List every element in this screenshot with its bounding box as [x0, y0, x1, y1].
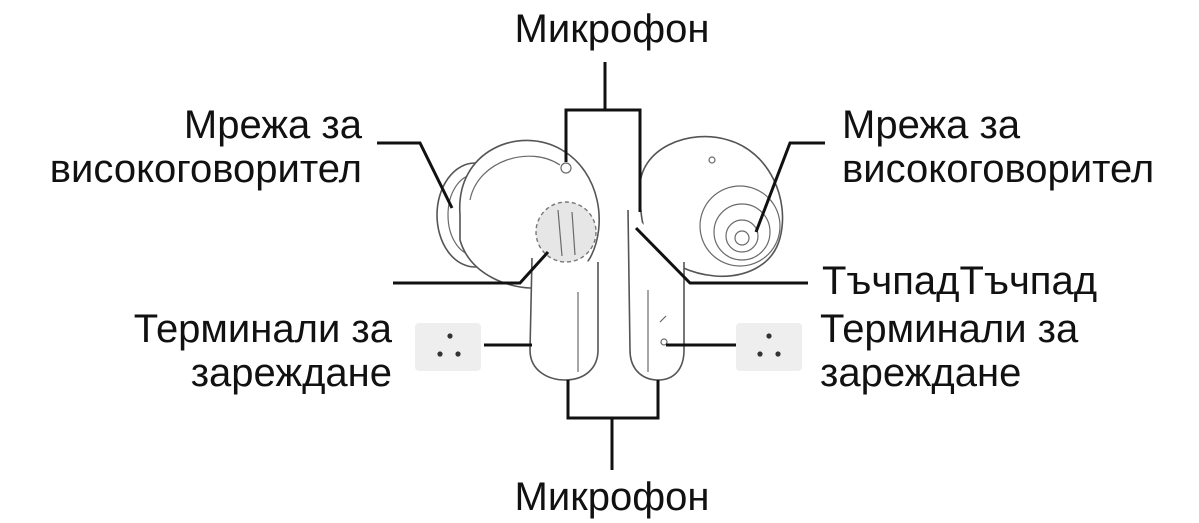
- touchpad-label: ТъчпадТъчпад: [822, 259, 1097, 303]
- left-touch-area: [535, 201, 597, 263]
- terminals-right-label-line1: Терминали за: [820, 307, 1079, 351]
- leader-lines: [377, 62, 825, 470]
- speaker-grille-left-label-line2: високоговорител: [50, 147, 362, 191]
- right-earbud: [627, 135, 784, 381]
- speaker-grille-right-label-line2: високоговорител: [842, 147, 1154, 191]
- speaker-grille-left-label-line1: Мрежа за: [184, 103, 363, 147]
- mic-bottom-label: Микрофон: [515, 475, 710, 519]
- terminals-left-label-line2: зареждане: [191, 351, 392, 395]
- mic-top-label: Микрофон: [515, 7, 710, 51]
- left-earbud: [436, 139, 600, 381]
- terminals-left-label-line1: Терминали за: [134, 307, 393, 351]
- right-terminal-pad: [736, 323, 802, 371]
- left-terminal-pad: [415, 323, 481, 371]
- terminals-right-label-line2: зареждане: [820, 351, 1021, 395]
- speaker-grille-right-label-line1: Мрежа за: [842, 103, 1021, 147]
